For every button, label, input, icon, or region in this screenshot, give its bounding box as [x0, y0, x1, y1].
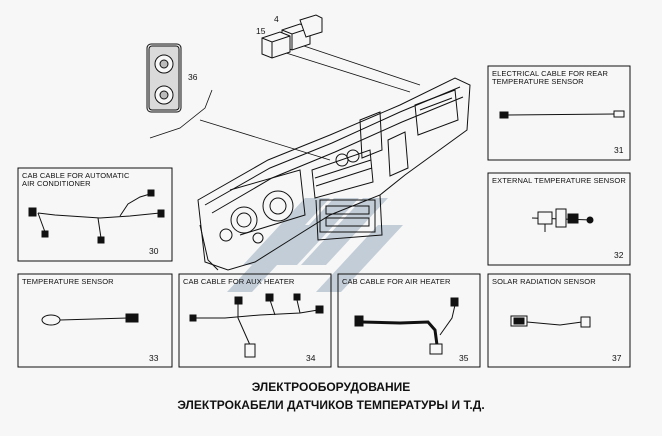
panel-33-label-line-1: TEMPERATURE SENSOR — [22, 277, 114, 286]
title-line-1: ЭЛЕКТРООБОРУДОВАНИЕ — [251, 380, 411, 394]
panel-frames — [17, 65, 631, 368]
rear-sensor-cable-drawing — [499, 110, 625, 119]
panel-35-label-line-1: CAB CABLE FOR AIR HEATER — [342, 277, 451, 286]
panel-31-label: ELECTRICAL CABLE FOR REAR TEMPERATURE SE… — [492, 70, 608, 86]
panel-30-label-line-1: CAB CABLE FOR AUTOMATIC — [22, 171, 130, 180]
panel-37-label-line-1: SOLAR RADIATION SENSOR — [492, 277, 596, 286]
panel-33-label: TEMPERATURE SENSOR — [22, 278, 114, 286]
callout-panel-36: 36 — [188, 72, 198, 82]
solar-sensor-drawing — [510, 315, 591, 328]
dashboard-drawing — [197, 77, 471, 271]
panel-37-label: SOLAR RADIATION SENSOR — [492, 278, 596, 286]
panel-34-number: 34 — [306, 353, 316, 363]
panel-32-label: EXTERNAL TEMPERATURE SENSOR — [492, 177, 626, 185]
air-heater-cable-drawing — [354, 297, 459, 355]
panel-30-label: CAB CABLE FOR AUTOMATIC AIR CONDITIONER — [22, 172, 129, 188]
aux-heater-cable-drawing — [189, 293, 324, 358]
switch-panel — [146, 43, 182, 113]
panel-32-number: 32 — [614, 250, 624, 260]
relay-parts — [261, 14, 323, 59]
temperature-sensor-drawing — [41, 313, 139, 326]
leader-lines — [149, 43, 421, 161]
panel-31-number: 31 — [614, 145, 624, 155]
panel-31-label-line-2: TEMPERATURE SENSOR — [492, 77, 584, 86]
panel-31-label-line-1: ELECTRICAL CABLE FOR REAR — [492, 69, 608, 78]
panel-37-number: 37 — [612, 353, 622, 363]
panel-34-label-line-1: CAB CABLE FOR AUX HEATER — [183, 277, 295, 286]
title-line-2: ЭЛЕКТРОКАБЕЛИ ДАТЧИКОВ ТЕМПЕРАТУРЫ И Т.Д… — [177, 398, 485, 412]
panel-30-label-line-2: AIR CONDITIONER — [22, 179, 91, 188]
panel-34-label: CAB CABLE FOR AUX HEATER — [183, 278, 294, 286]
panel-35-label: CAB CABLE FOR AIR HEATER — [342, 278, 451, 286]
external-sensor-drawing — [531, 208, 594, 232]
panel-32-label-line-1: EXTERNAL TEMPERATURE SENSOR — [492, 176, 626, 185]
panel-30-number: 30 — [149, 246, 159, 256]
callout-relay-15: 15 — [256, 26, 266, 36]
panel-35-number: 35 — [459, 353, 469, 363]
ac-cable-drawing — [28, 189, 165, 244]
callout-relay-4: 4 — [274, 14, 279, 24]
panel-33-number: 33 — [149, 353, 159, 363]
